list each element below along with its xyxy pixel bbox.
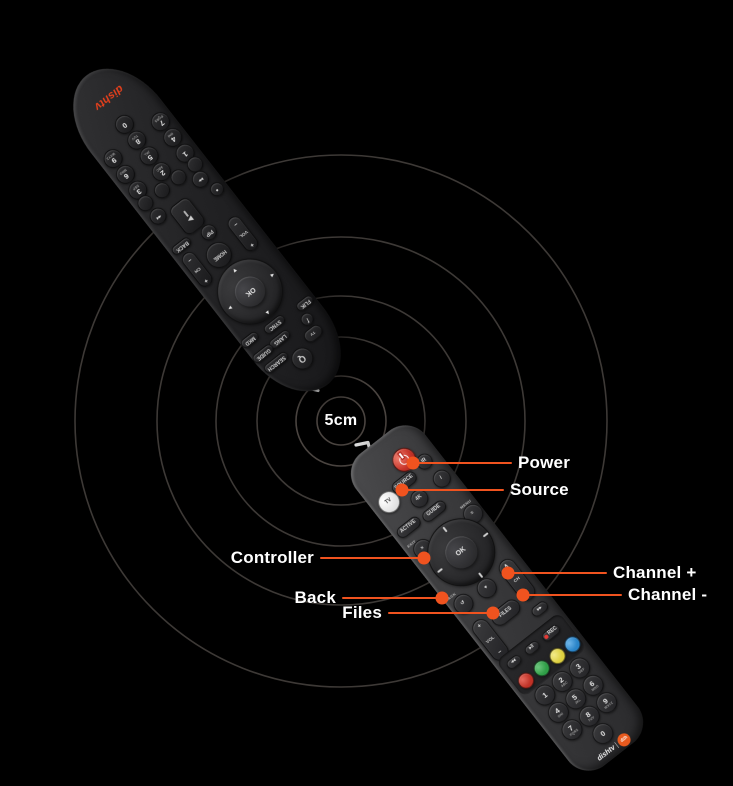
callout-label-channel-up: Channel + xyxy=(613,563,697,582)
ring xyxy=(295,375,387,467)
ok-arrow: ◂ xyxy=(226,304,234,313)
callout-line-channel-up xyxy=(508,571,607,575)
callout-dot-controller xyxy=(417,551,431,565)
ring xyxy=(215,295,467,547)
ring xyxy=(156,236,526,606)
callout-dot-back xyxy=(435,591,449,605)
callout-line-channel-down xyxy=(523,593,622,597)
callout-label-controller: Controller xyxy=(230,548,314,567)
callout-dot-files xyxy=(486,606,500,620)
ring xyxy=(256,336,426,506)
ok-tick xyxy=(482,532,489,538)
ok-tick xyxy=(442,526,448,533)
callout-label-source: Source xyxy=(510,480,569,499)
ok-arrow: ▸ xyxy=(269,271,277,279)
callout-label-power: Power xyxy=(518,453,571,472)
callout-dot-channel-up xyxy=(501,566,515,580)
callout-line-controller xyxy=(320,556,424,560)
callout-line-files xyxy=(388,611,493,615)
callout-line-source xyxy=(402,488,504,492)
callout-dot-channel-down xyxy=(516,588,530,602)
ok-arrow: ▴ xyxy=(231,266,239,275)
ok-center: OK xyxy=(438,529,484,575)
ring xyxy=(316,396,366,446)
callout-line-power xyxy=(413,461,512,465)
ok-center: OK xyxy=(228,270,272,313)
distance-label: 5cm xyxy=(324,412,358,429)
callout-label-back: Back xyxy=(294,588,336,607)
callout-label-files: Files xyxy=(342,603,382,622)
ok-tick xyxy=(436,567,443,573)
callout-dot-source xyxy=(395,483,409,497)
callout-label-channel-down: Channel - xyxy=(628,585,708,604)
ok-arrow: ▾ xyxy=(264,309,272,317)
callout-line-back xyxy=(342,596,442,600)
ok-tick xyxy=(478,572,484,579)
ring xyxy=(74,154,608,688)
callout-dot-power xyxy=(406,456,420,470)
